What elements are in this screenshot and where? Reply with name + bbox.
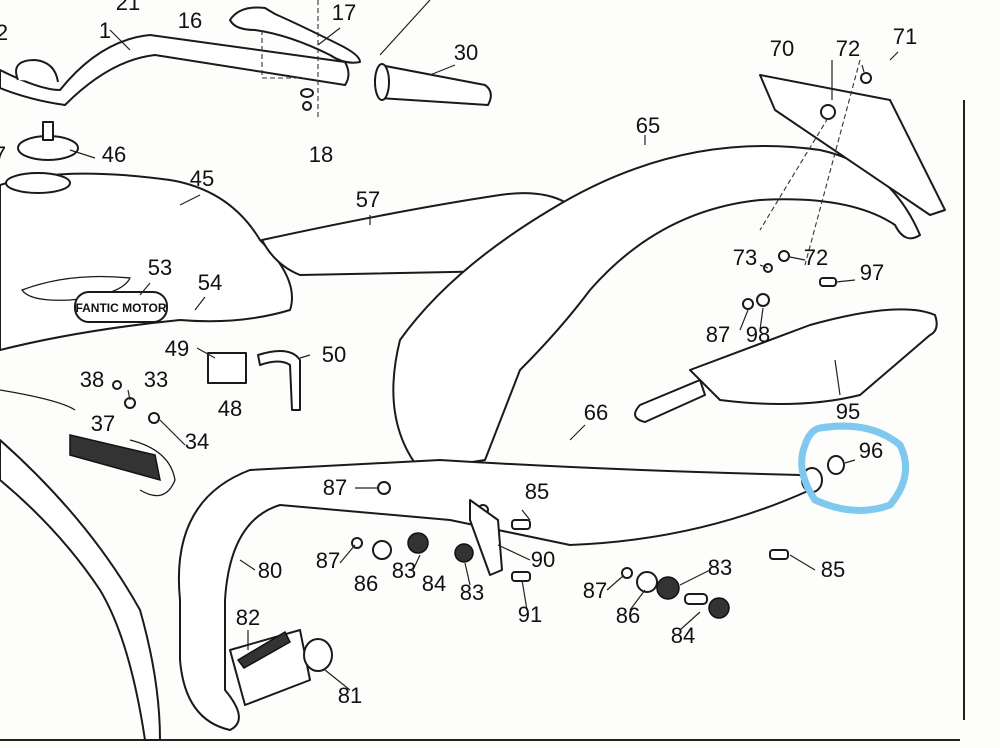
part-label-87-mid: 87 (323, 475, 347, 500)
part-label-80: 80 (258, 558, 282, 583)
fuel-hose (257, 350, 301, 411)
washer-96 (827, 455, 845, 475)
license-plate-bracket (759, 74, 946, 216)
part-label-91: 91 (518, 602, 542, 627)
part-label-85-right: 85 (821, 557, 845, 582)
part-label-54: 54 (198, 270, 222, 295)
part-label-46: 46 (102, 142, 126, 167)
part-label-34: 34 (185, 429, 209, 454)
part-label-2: 2 (0, 20, 8, 45)
part-label-33: 33 (144, 367, 168, 392)
part-label-84-left: 84 (422, 571, 446, 596)
part-label-57: 57 (356, 187, 380, 212)
spring-cable (69, 434, 161, 482)
tank-badge (74, 291, 168, 323)
part-label-21: 21 (116, 0, 140, 15)
part-label-38: 38 (80, 367, 104, 392)
part-label-48: 48 (218, 396, 242, 421)
part-label-95: 95 (836, 399, 860, 424)
part-label-16: 16 (178, 8, 202, 33)
exhaust-gasket (303, 638, 333, 672)
part-label-49: 49 (165, 336, 189, 361)
part-label-72-top: 72 (836, 36, 860, 61)
part-label-70: 70 (770, 36, 794, 61)
part-label-71: 71 (893, 24, 917, 49)
exhaust-pipe (177, 459, 811, 731)
part-label-98: 98 (746, 322, 770, 347)
part-label-87-left: 87 (316, 548, 340, 573)
part-label-7: 7 (0, 142, 6, 167)
part-label-97: 97 (860, 260, 884, 285)
part-label-30: 30 (454, 40, 478, 65)
part-label-96: 96 (859, 438, 883, 463)
part-label-87-upper: 87 (706, 322, 730, 347)
part-label-50: 50 (322, 342, 346, 367)
front-fender (0, 439, 161, 741)
part-label-66: 66 (584, 400, 608, 425)
handlebar-bend (15, 59, 59, 83)
part-label-45: 45 (190, 166, 214, 191)
part-label-17: 17 (332, 0, 356, 25)
part-label-83-left: 83 (392, 558, 416, 583)
part-label-86-right: 86 (616, 603, 640, 628)
part-label-87-right: 87 (583, 578, 607, 603)
brake-lever (229, 6, 361, 64)
bracket-90 (469, 499, 503, 576)
tank-badge-text: FANTIC MOTOR (75, 301, 166, 315)
part-label-65: 65 (636, 113, 660, 138)
part-label-85-mid: 85 (525, 479, 549, 504)
fuel-tank (0, 172, 293, 351)
part-label-83-mid: 83 (460, 580, 484, 605)
rear-fender (392, 145, 921, 471)
handlebar-grip (374, 64, 492, 106)
part-label-82: 82 (236, 605, 260, 630)
part-label-86-left: 86 (354, 571, 378, 596)
part-label-37: 37 (91, 411, 115, 436)
part-label-72-lower: 72 (804, 245, 828, 270)
part-label-73: 73 (733, 245, 757, 270)
handlebar (0, 34, 350, 106)
part-label-90: 90 (531, 547, 555, 572)
silencer (689, 308, 938, 405)
highlight-circle-part-96 (798, 422, 910, 514)
part-label-84-right: 84 (671, 623, 695, 648)
spring (236, 630, 291, 669)
part-label-1: 1 (99, 18, 111, 43)
part-label-53: 53 (148, 255, 172, 280)
part-label-18: 18 (309, 142, 333, 167)
part-label-83-right: 83 (708, 555, 732, 580)
part-label-81: 81 (338, 683, 362, 708)
